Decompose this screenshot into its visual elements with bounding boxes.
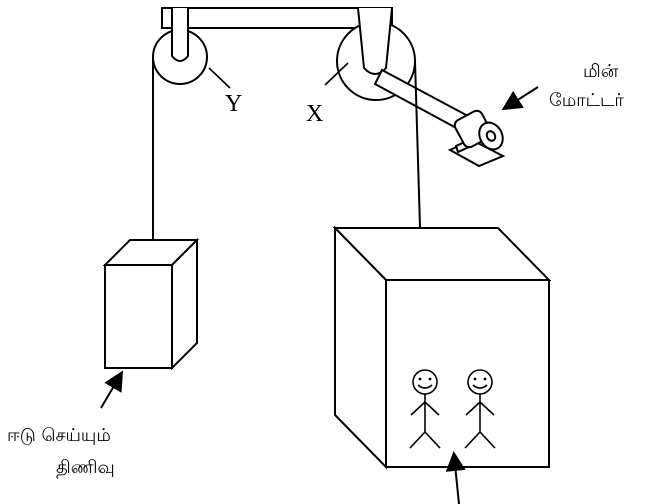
arrow-motor xyxy=(501,86,539,111)
label-motor-line2: மோட்டர் xyxy=(549,90,624,111)
label-pulley-x: X xyxy=(306,101,323,127)
label-counterweight-line1: ஈடு செய்யும் xyxy=(7,425,111,446)
label-pulley-y: Y xyxy=(225,91,242,117)
pulley-y xyxy=(152,8,208,85)
motor-shaft xyxy=(373,68,470,132)
elevator-cabin xyxy=(332,225,552,470)
electric-motor xyxy=(447,109,506,168)
arrow-counterweight xyxy=(100,370,124,409)
label-counterweight-line2: திணிவு xyxy=(56,457,115,479)
pointer-y xyxy=(208,67,231,89)
pointer-x xyxy=(324,62,349,86)
rope-cabin xyxy=(414,60,421,228)
passenger-figure xyxy=(409,369,441,449)
passenger-figure xyxy=(464,369,496,449)
arrow-cabin xyxy=(445,451,466,504)
label-motor-line1: மின் xyxy=(583,61,619,82)
counterweight xyxy=(102,237,200,371)
